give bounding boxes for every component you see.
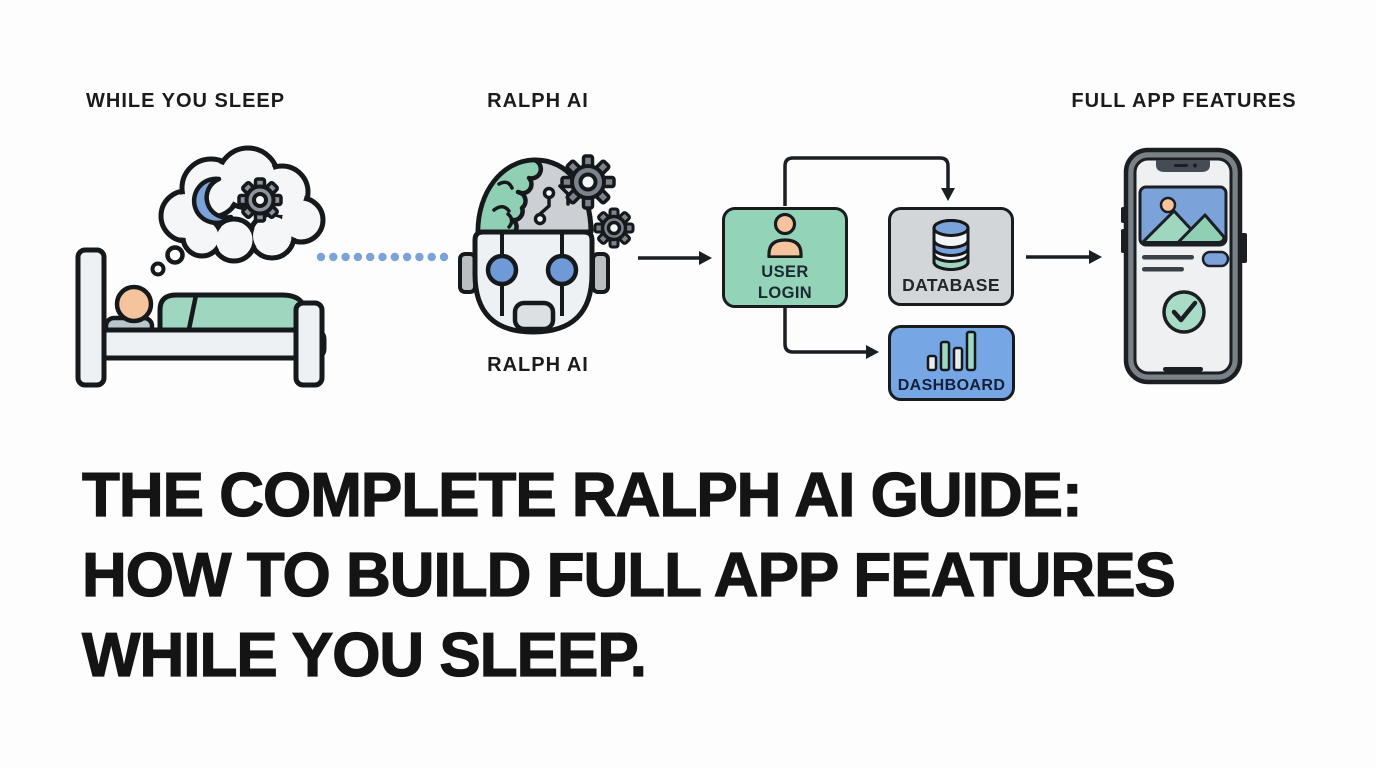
node-label-user-login: USER LOGIN <box>757 262 813 302</box>
sleeper-head <box>114 284 154 324</box>
node-label-database: DATABASE <box>902 274 1000 295</box>
flow-node-database: DATABASE <box>888 207 1014 306</box>
headboard-post <box>75 247 107 388</box>
headline-line: WHILE YOU SLEEP. <box>81 620 647 690</box>
headline-line: THE COMPLETE RALPH AI GUIDE: <box>81 460 1083 530</box>
label-while-you-sleep: WHILE YOU SLEEP <box>86 90 286 112</box>
image-placeholder-icon <box>1138 185 1228 247</box>
text-line <box>1142 255 1194 260</box>
robot-eye-right <box>545 253 579 287</box>
crescent-moon-icon <box>191 176 234 226</box>
headline: THE COMPLETE RALPH AI GUIDE: HOW TO BUIL… <box>81 456 1176 696</box>
arrow-login-to-database <box>783 156 950 206</box>
flow-node-user-login: USER LOGIN <box>722 207 848 308</box>
sleeping-person-illustration <box>75 145 327 388</box>
text-line <box>1142 267 1184 272</box>
user-icon <box>767 212 803 258</box>
check-circle-icon <box>1162 290 1206 334</box>
label-ralph-ai: RALPH AI <box>487 90 589 112</box>
caption-ralph-ai: RALPH AI <box>487 354 589 376</box>
node-label-dashboard: DASHBOARD <box>897 377 1006 394</box>
label-full-app-features: FULL APP FEATURES <box>1071 90 1297 112</box>
smartphone-icon <box>1121 147 1247 385</box>
gear-icon <box>560 154 616 210</box>
database-icon <box>932 218 970 271</box>
brain-half <box>475 157 544 235</box>
robot-head-icon <box>458 154 635 335</box>
gear-icon <box>593 207 635 249</box>
flow-node-dashboard: DASHBOARD <box>888 325 1015 401</box>
bed-illustration <box>75 247 327 388</box>
home-indicator <box>1163 367 1203 372</box>
arrow-login-to-dashboard <box>783 308 866 354</box>
thought-trail-bubble <box>150 261 166 277</box>
robot-mouth <box>512 300 556 332</box>
robot-ear-right <box>591 252 610 294</box>
footboard-post <box>293 300 325 388</box>
headline-line: HOW TO BUILD FULL APP FEATURES <box>81 540 1176 610</box>
robot-eye-left <box>485 253 519 287</box>
gear-icon <box>237 177 283 223</box>
flow-arrows <box>638 156 1090 354</box>
phone-side-button <box>1241 233 1247 263</box>
pill-button <box>1201 250 1230 268</box>
thought-trail-bubble <box>165 245 185 265</box>
bar-chart-icon <box>926 330 976 372</box>
bed-rail <box>75 327 327 361</box>
